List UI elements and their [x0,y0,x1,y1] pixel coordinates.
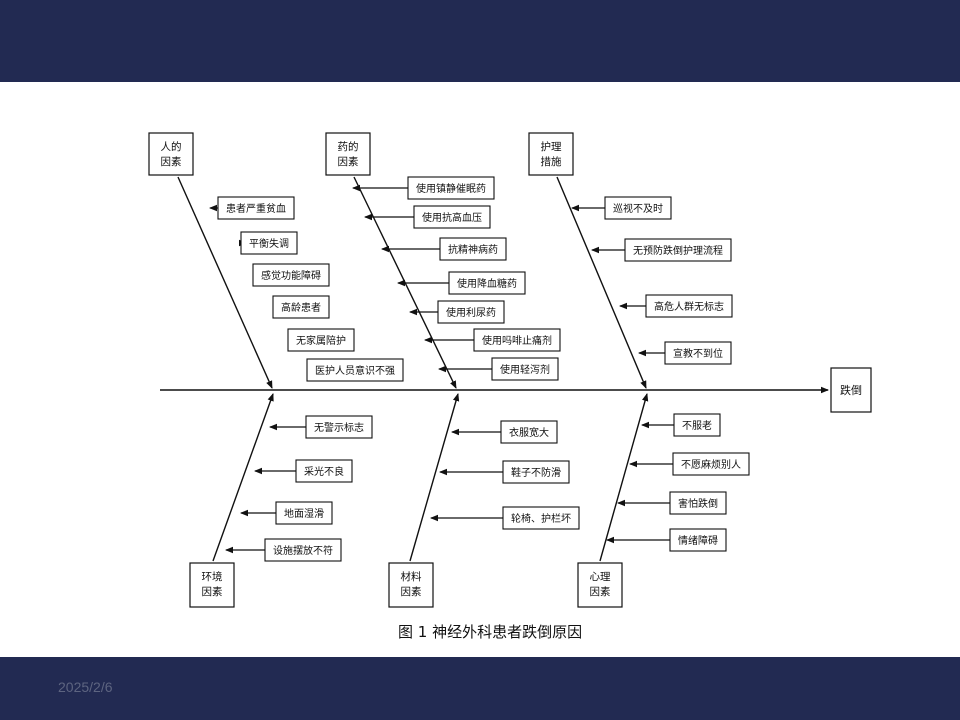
cause-box [437,300,505,324]
branch-title-text: 因素 [161,155,182,168]
cause-box [264,538,342,562]
cause-label: 使用镇静催眠药 [416,182,486,195]
cause-label: 平衡失调 [249,237,289,250]
cause-label: 地面湿滑 [284,507,324,520]
effect-label: 跌倒 [840,383,862,397]
branch-title-text: 药的 [338,140,359,153]
branch-title-text: 材料 [401,570,422,583]
cause-label: 不服老 [682,419,712,432]
cause-box [645,294,733,318]
cause-label: 高龄患者 [281,301,321,314]
cause-box [305,415,373,439]
cause-box [439,237,507,261]
cause-label: 抗精神病药 [448,243,498,256]
branch-title-box-3 [528,132,574,176]
cause-box [413,205,491,229]
cause-label: 患者严重贫血 [226,202,286,215]
cause-box [669,491,727,515]
cause-label: 感觉功能障碍 [261,269,321,282]
cause-box [669,528,727,552]
diagram-caption: 图 1 神经外科患者跌倒原因 [398,623,582,641]
branch-title-text: 环境 [202,570,223,583]
cause-label: 使用利尿药 [446,306,496,319]
cause-box [604,196,672,220]
branch-title-text: 因素 [590,585,611,598]
branch-line-4 [212,393,274,562]
cause-label: 使用轻泻剂 [500,363,550,376]
branch-title-box-4 [189,562,235,608]
cause-label: 鞋子不防滑 [511,466,561,479]
cause-label: 衣服宽大 [509,426,549,439]
cause-label: 使用吗啡止痛剂 [482,334,552,347]
branch-title-box-6 [577,562,623,608]
slide-date: 2025/2/6 [58,679,113,695]
cause-box [240,231,298,255]
branch-line-1 [177,176,273,389]
branch-title-box-5 [388,562,434,608]
branch-title-text: 因素 [401,585,422,598]
cause-label: 无预防跌倒护理流程 [633,244,723,257]
bottom-banner [0,657,960,720]
cause-label: 害怕跌倒 [678,497,718,510]
branch-title-box-1 [148,132,194,176]
cause-box [672,452,750,476]
cause-label: 采光不良 [304,465,344,478]
cause-box [502,460,570,484]
branch-title-text: 人的 [161,140,182,153]
branch-title-text: 护理 [541,140,562,153]
cause-box [252,263,330,287]
branch-line-5 [409,393,460,562]
cause-box [500,420,558,444]
cause-label: 高危人群无标志 [654,300,724,313]
cause-box [502,506,580,530]
cause-box [664,341,732,365]
cause-box [306,358,404,382]
cause-box [473,328,561,352]
top-banner [0,0,960,82]
cause-box [407,176,495,200]
branch-title-text: 心理 [590,571,611,583]
cause-box [624,238,732,262]
effect-box [830,367,872,413]
cause-label: 设施摆放不符 [273,544,333,557]
cause-box [287,328,355,352]
cause-label: 无警示标志 [314,421,364,434]
cause-label: 巡视不及时 [613,202,663,215]
branch-title-box-2 [325,132,371,176]
cause-label: 情绪障碍 [678,534,718,547]
cause-label: 不愿麻烦别人 [681,458,741,471]
cause-label: 无家属陪护 [296,334,346,347]
cause-box [448,271,526,295]
cause-box [217,196,295,220]
branch-line-3 [556,176,647,389]
cause-label: 轮椅、护栏坏 [511,512,571,525]
branch-title-text: 因素 [338,155,359,168]
cause-label: 使用降血糖药 [457,277,517,290]
cause-box [491,357,559,381]
cause-box [295,459,353,483]
branch-title-text: 措施 [541,155,562,168]
cause-label: 使用抗高血压 [422,211,482,224]
cause-label: 医护人员意识不强 [315,364,395,377]
cause-box [275,501,333,525]
branch-line-6 [599,393,649,562]
cause-box [272,295,330,319]
branch-title-text: 因素 [202,585,223,598]
cause-box [673,413,721,437]
cause-label: 宣教不到位 [673,347,723,360]
